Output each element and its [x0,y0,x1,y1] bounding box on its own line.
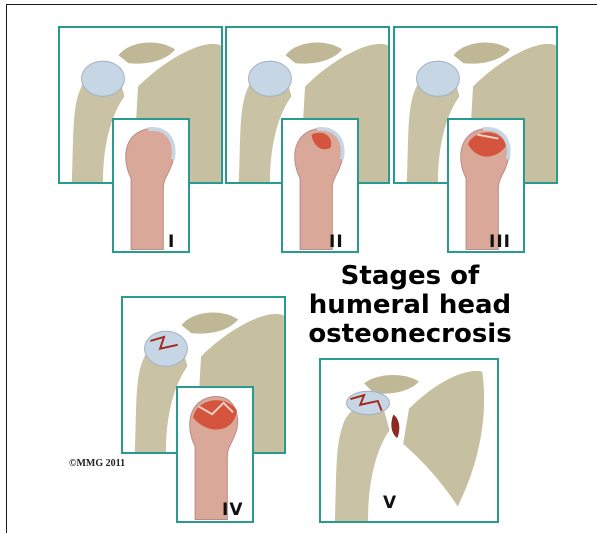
stage-3-humerus-panel: III [447,118,525,253]
figure-top-rule [6,4,597,5]
figure-title: Stages of humeral head osteonecrosis [300,262,520,349]
stage-1-label: I [168,232,175,252]
stage-5-label: V [383,493,397,513]
figure-left-rule [6,4,7,533]
stage-5-shoulder-panel: V [319,358,499,523]
stage-4-label: IV [222,500,243,520]
stage-3-label: III [489,232,511,252]
stage-2-label: II [329,232,344,252]
shoulder-illustration [321,360,497,521]
stage-1-humerus-panel: I [112,118,190,253]
stage-2-humerus-panel: II [281,118,359,253]
copyright-notice: ©MMG 2011 [69,458,125,469]
humerus-section [449,120,523,251]
stage-4-humerus-panel: IV [176,386,254,523]
humerus-section [283,120,357,251]
humerus-section [114,120,188,251]
